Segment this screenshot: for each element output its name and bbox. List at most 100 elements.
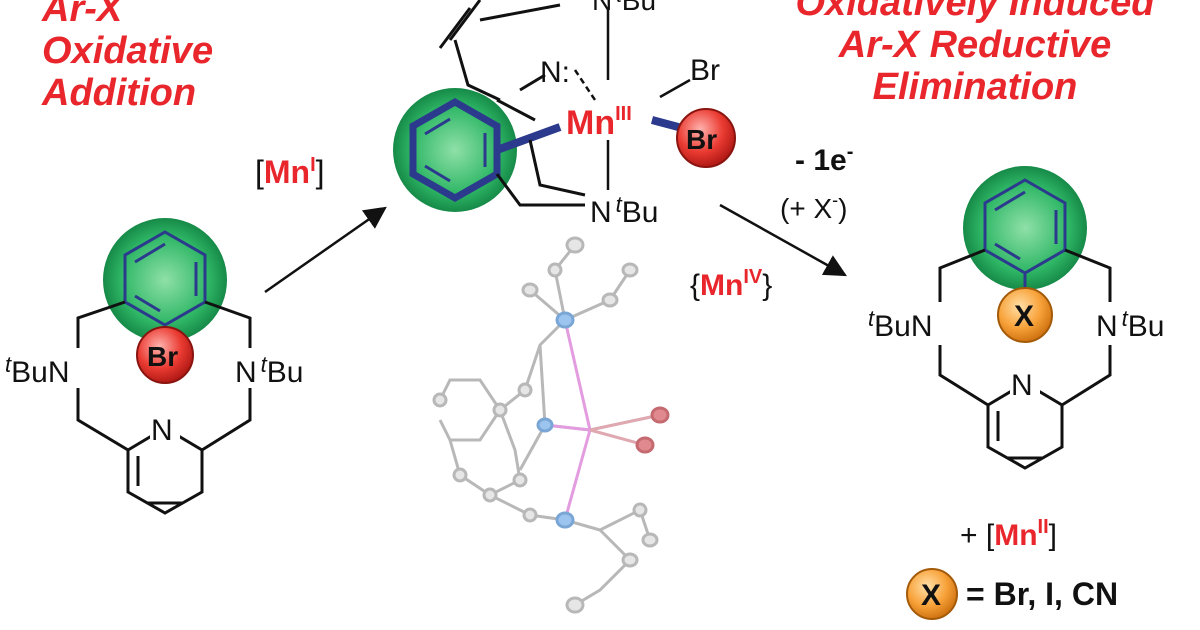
atom <box>482 487 498 503</box>
crystal-structure <box>432 236 670 614</box>
oxidant-label: - 1e- <box>795 141 853 177</box>
bond <box>1061 345 1112 407</box>
benzene-ring <box>123 230 207 327</box>
bond <box>659 78 691 99</box>
bromine-ball <box>676 108 736 168</box>
crystal-bond <box>529 269 632 322</box>
ring-inner-bond <box>994 242 1021 261</box>
benzene-ring <box>409 97 501 203</box>
reaction-arrow-1 <box>264 206 387 294</box>
crystal-bond <box>518 424 547 471</box>
pyridine-n-label: N: <box>540 56 570 89</box>
atom <box>492 402 508 418</box>
atom <box>632 502 648 518</box>
atom <box>522 507 538 523</box>
byproduct-label: + [MnII] <box>960 516 1057 552</box>
bond <box>496 98 536 122</box>
mn-n-bond <box>563 319 592 431</box>
anion-label: (+ X-) <box>780 190 847 224</box>
bond <box>448 0 482 41</box>
atom <box>621 552 639 568</box>
atom-bromine <box>650 406 670 424</box>
mn-n-bond <box>563 429 592 521</box>
ring-inner-bond <box>134 294 161 313</box>
reagent-mn-i: [MnI] <box>255 154 325 190</box>
legend-text: = Br, I, CN <box>966 576 1118 612</box>
reaction-arrow-2 <box>719 203 847 277</box>
bond <box>76 388 129 452</box>
oxidative-addition-heading: Ar-X Oxidative Addition <box>42 0 302 114</box>
bromine-ball <box>136 326 194 384</box>
ring-inner-bond <box>994 190 1026 212</box>
substituent-legend: X = Br, I, CN <box>906 568 1118 620</box>
atom <box>452 467 468 483</box>
reductive-elimination-heading: Oxidatively Induced Ar-X Reductive Elimi… <box>760 0 1190 108</box>
atom <box>601 292 619 308</box>
bond <box>573 69 597 101</box>
atom <box>565 596 585 614</box>
bond <box>204 300 252 348</box>
atom <box>517 382 533 398</box>
atom <box>521 282 539 298</box>
legend-symbol-label: X <box>921 579 941 612</box>
bond <box>495 173 585 207</box>
heading-line: Ar-X Oxidative <box>42 0 214 72</box>
atom-nitrogen <box>536 417 554 433</box>
substituent-ball <box>997 287 1053 343</box>
atom-nitrogen <box>555 311 575 329</box>
bond <box>519 73 546 92</box>
ring-inner-bond <box>424 117 451 136</box>
atom <box>621 262 639 278</box>
mn-br-bond <box>650 116 684 132</box>
bromine-label: Br <box>147 341 178 372</box>
atom <box>512 472 528 488</box>
crystal-bond <box>438 378 502 442</box>
heading-line: Addition <box>42 72 197 114</box>
substituent-label: X <box>1014 300 1034 333</box>
bond <box>938 248 986 302</box>
heading-line: Elimination <box>872 66 1078 108</box>
atom-bromine <box>635 436 655 454</box>
metal-center-label: MnIII <box>566 103 632 142</box>
atom-nitrogen <box>555 511 575 529</box>
bond <box>438 7 472 49</box>
crystal-bond <box>489 493 633 607</box>
legend-symbol-ball <box>906 568 958 620</box>
crystal-bond <box>538 344 661 432</box>
bond <box>76 300 126 348</box>
left-amine-label: tBuN <box>868 306 933 343</box>
left-amine-label: tBuN <box>5 352 70 389</box>
atom <box>432 392 448 408</box>
aryl-mn-bond <box>495 123 562 154</box>
bond <box>1064 248 1112 302</box>
bond <box>528 139 586 197</box>
ring-inner-bond <box>424 164 451 183</box>
bond <box>453 39 501 102</box>
pyridine-n-label: N <box>151 414 173 447</box>
bond <box>479 3 561 22</box>
ring-inner-bonds <box>134 242 166 264</box>
bromine-label: Br <box>686 124 717 155</box>
atom <box>547 262 563 278</box>
mn-br-bond <box>589 428 646 447</box>
pyridine-n-label: N <box>1011 369 1033 402</box>
bond <box>201 388 252 452</box>
heading-line: Ar-X Reductive <box>838 24 1112 66</box>
atom <box>641 532 659 548</box>
bond <box>938 345 989 407</box>
heading-line: Oxidatively Induced <box>795 0 1155 24</box>
terminal-bromide-label: Br <box>690 54 720 87</box>
mn-br-bond <box>589 413 661 432</box>
intermediate-label: {MnIV} <box>690 266 772 302</box>
atom <box>565 236 585 254</box>
n-mask <box>150 412 180 444</box>
n-mask <box>1010 367 1040 399</box>
